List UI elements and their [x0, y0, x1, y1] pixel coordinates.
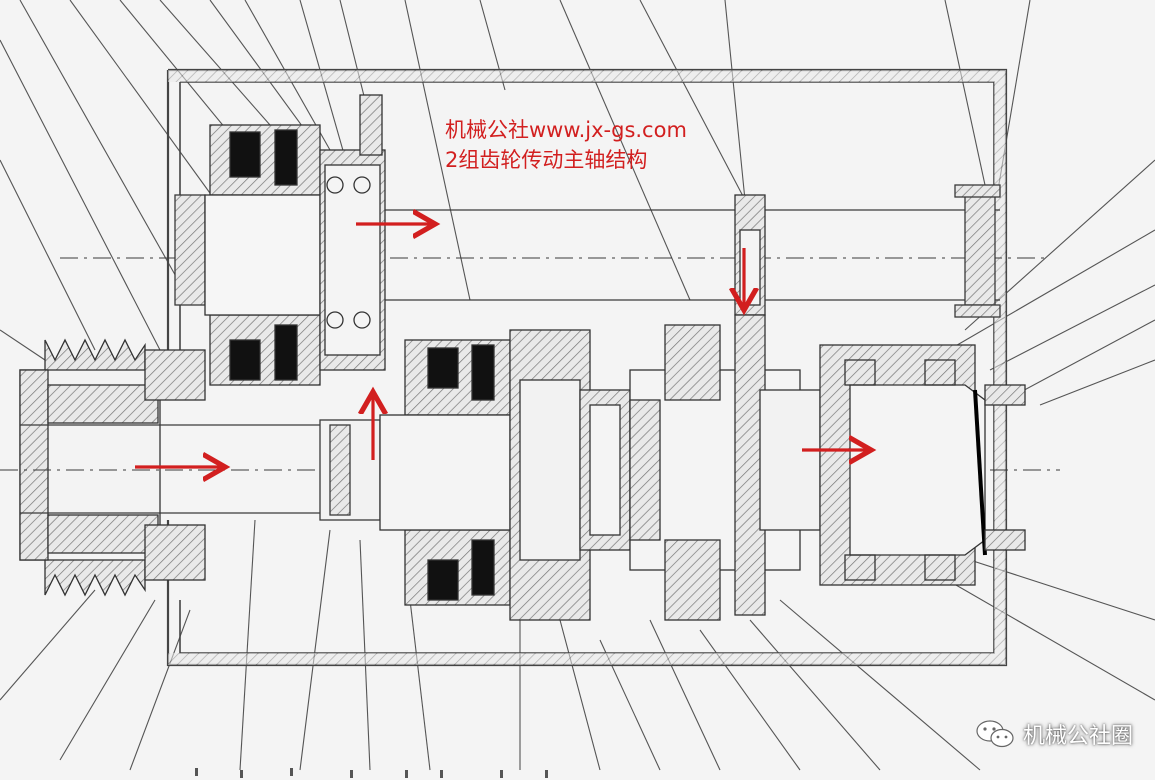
gearbox-housing	[166, 68, 1008, 667]
spindle-gears	[629, 194, 821, 621]
spindle-nose	[819, 344, 1026, 586]
watermark: 机械公社圈	[975, 718, 1133, 750]
caption-line-2: 2组齿轮传动主轴结构	[445, 148, 648, 172]
v-belt-pulley	[19, 338, 206, 597]
wechat-icon	[975, 718, 1015, 750]
caption-line-1: 机械公社www.jx-gs.com	[445, 118, 687, 142]
power-flow-arrows	[135, 224, 868, 467]
bottom-ticks	[195, 768, 548, 778]
lower-clutch	[379, 329, 631, 621]
watermark-text: 机械公社圈	[1022, 724, 1133, 749]
upper-shaft	[60, 184, 1050, 318]
upper-clutch	[204, 94, 386, 386]
